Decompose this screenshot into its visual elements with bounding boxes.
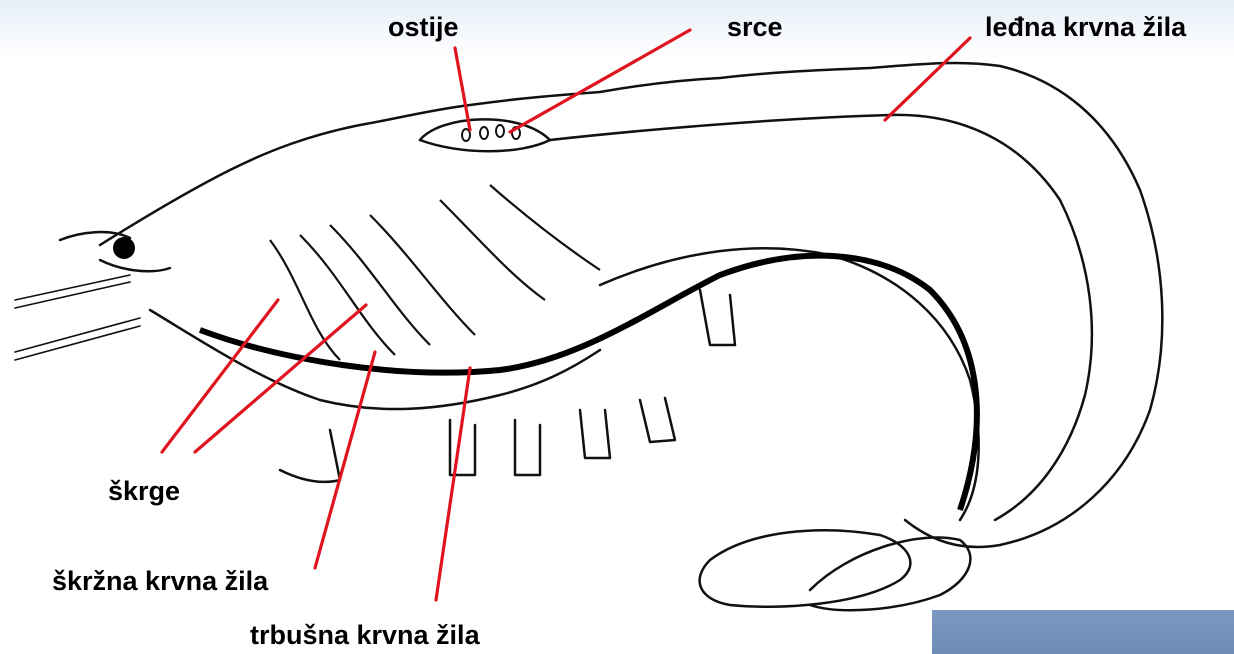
pointer-trbusna-krvna-zila xyxy=(436,368,470,600)
pointer-ledna-krvna-zila xyxy=(885,38,970,120)
label-ostije: ostije xyxy=(388,14,459,41)
eye xyxy=(113,237,135,259)
label-skrge: škrge xyxy=(108,478,180,505)
pointer-skrge-2 xyxy=(195,305,366,452)
label-ledna-krvna-zila: leđna krvna žila xyxy=(985,14,1186,41)
shrimp-outline xyxy=(15,63,1162,610)
pointer-srce xyxy=(510,30,690,132)
label-skrzna-krvna-zila: škržna krvna žila xyxy=(52,568,268,595)
ventral-vessel xyxy=(200,256,977,510)
pointer-ostije xyxy=(455,48,470,130)
pointer-skrzna-krvna-zila xyxy=(315,352,375,568)
label-trbusna-krvna-zila: trbušna krvna žila xyxy=(250,622,480,649)
label-srce: srce xyxy=(727,14,783,41)
gill-structures xyxy=(270,185,600,360)
